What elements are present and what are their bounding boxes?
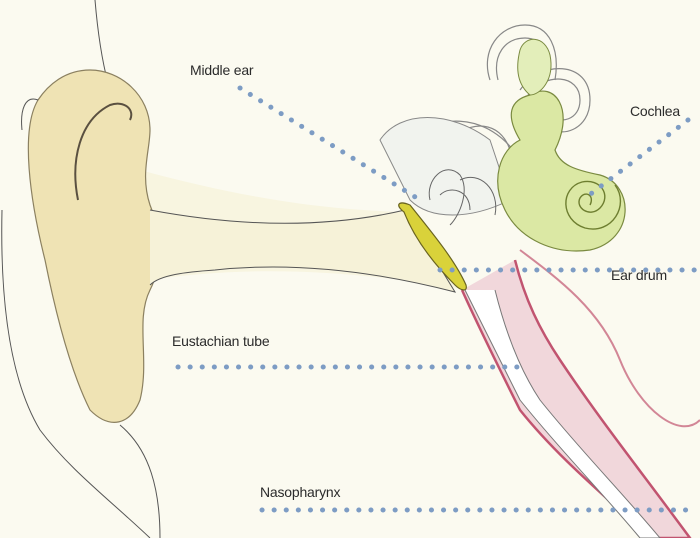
label-cochlea: Cochlea [630,103,680,119]
jaw-outline [120,425,160,538]
label-eustachian-tube: Eustachian tube [172,333,269,349]
label-nasopharynx: Nasopharynx [260,484,340,500]
label-middle-ear: Middle ear [190,62,253,78]
leader-cochlea [588,120,688,196]
label-ear-drum: Ear drum [611,267,667,283]
outer-ear [28,70,159,422]
cochlea-shape [498,91,625,251]
cochlea-upper [518,39,551,95]
vestibule [380,118,510,216]
